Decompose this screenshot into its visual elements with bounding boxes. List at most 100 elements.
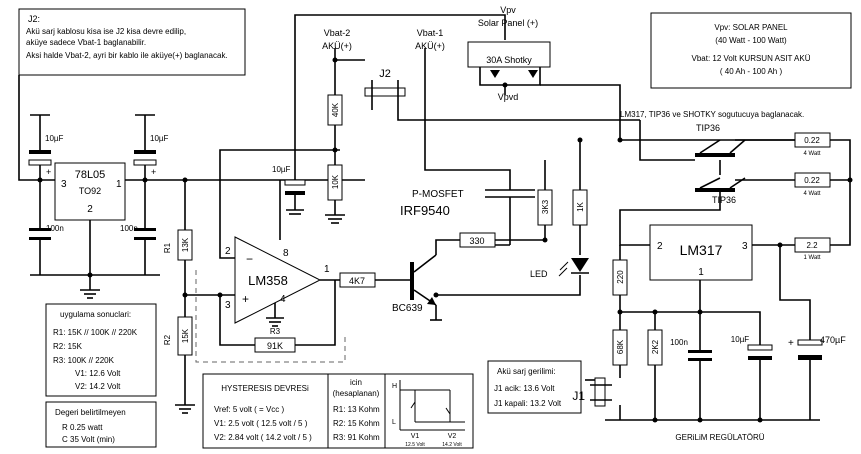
cap-100n-left — [29, 228, 51, 240]
op-pin3: 3 — [225, 300, 231, 311]
reg-pin3: 3 — [61, 179, 67, 190]
graph-v2-sub: 14.2 Volt — [442, 442, 462, 448]
resistor-40k — [327, 94, 343, 126]
j2-note-line1: Akü sarj kablosu kisa ise J2 kisa devre … — [26, 27, 186, 36]
cap-10uf-reg — [747, 344, 773, 360]
op-pin1: 1 — [324, 264, 330, 275]
jumper-j1[interactable] — [590, 377, 612, 407]
dashed-outline — [195, 270, 346, 363]
wires-divider — [286, 48, 426, 224]
lm317-pin2: 2 — [657, 241, 663, 252]
resistor-10k — [327, 164, 343, 201]
charge-title: Akü sarj gerilimi: — [497, 367, 556, 376]
vpvd-label: Vpvd — [498, 92, 519, 102]
calc-r2: R2: 15 Kohm — [333, 419, 380, 428]
calc-r1: R1: 13 Kohm — [333, 405, 380, 414]
bc639-label: BC639 — [392, 303, 423, 314]
op-pin8: 8 — [283, 248, 289, 259]
cap-mid-plus: + — [151, 167, 156, 177]
calc-title2: (hesaplanan) — [333, 389, 380, 398]
vbat1-sub: AKÜ(+) — [415, 41, 445, 51]
j1-label: J1 — [572, 389, 585, 403]
cap-100n-mid — [134, 228, 156, 240]
calc-title1: icin — [350, 378, 362, 387]
r-4k7-label: 4K7 — [349, 276, 365, 286]
cap-470uf-plus: + — [788, 338, 794, 349]
vbat2-sub: AKÜ(+) — [322, 41, 352, 51]
r1-label: R1 — [163, 242, 172, 253]
junction-dots — [37, 57, 853, 423]
graph-h: H — [392, 383, 397, 390]
resistor-022-b — [794, 172, 831, 188]
vpv-label: Vpv — [500, 5, 516, 15]
lm358-opamp — [234, 236, 322, 324]
r-22-watt: 1 Watt — [803, 255, 820, 261]
charge-j1-open: J1 acik: 13.6 Volt — [494, 384, 555, 393]
results-r1: R1: 15K // 100K // 220K — [53, 328, 138, 337]
transistor-tip36-bottom — [695, 177, 746, 192]
heatsink-note: LM317, TIP36 ve SHOTKY sogutucuya baglan… — [620, 110, 804, 119]
r-220-label: 220 — [616, 270, 625, 284]
cap-100n-reg-label: 100n — [670, 338, 688, 347]
cap-10uf-reg-label: 10µF — [731, 335, 750, 344]
resistor-4k7 — [339, 272, 376, 288]
solar-line1: Vpv: SOLAR PANEL — [714, 23, 788, 32]
r2-value: 15K — [181, 328, 190, 343]
cap-100n-left-label: 100n — [46, 224, 64, 233]
graph-l: L — [392, 419, 396, 426]
tip36-bottom-label: TIP36 — [712, 195, 736, 205]
cap-10uf-mid-label: 10µF — [150, 134, 169, 143]
hysteresis-vref: Vref: 5 volt ( = Vcc ) — [214, 405, 285, 414]
r-1k-label: 1K — [576, 201, 585, 211]
cap-10uf-left — [28, 150, 52, 166]
jumper-j2[interactable] — [364, 80, 406, 110]
hysteresis-v2: V2: 2.84 volt ( 14.2 volt / 5 ) — [214, 433, 312, 442]
battery-line1: Vbat: 12 Volt KURSUN ASIT AKÜ — [691, 54, 810, 63]
cap-470uf — [797, 339, 823, 360]
r-022-a-watt: 4 Watt — [803, 151, 820, 157]
r2-label: R2 — [163, 334, 172, 345]
wires-comparator — [175, 149, 410, 414]
graph-v1-sub: 12.5 Volt — [405, 442, 425, 448]
j2-note-line2: aküye sadece Vbat-1 baglanabilir. — [26, 38, 146, 47]
results-v2: V2: 14.2 Volt — [75, 382, 121, 391]
r-022-b-watt: 4 Watt — [803, 191, 820, 197]
r1-value: 13K — [181, 237, 190, 252]
resistor-r2 — [177, 316, 193, 356]
vbat1-label: Vbat-1 — [417, 28, 444, 38]
results-v1: V1: 12.6 Volt — [75, 369, 121, 378]
hysteresis-title: HYSTERESIS DEVRESi — [221, 384, 309, 393]
r-22-label: 2.2 — [806, 241, 818, 250]
r-022-a-label: 0.22 — [804, 136, 820, 145]
r-3k3-label: 3K3 — [541, 199, 550, 214]
resistor-1k — [572, 189, 588, 226]
op-pin2: 2 — [225, 246, 231, 257]
graph-v1: V1 — [411, 433, 420, 440]
vbat2-label: Vbat-2 — [324, 28, 351, 38]
r-2k2-label: 2K2 — [651, 339, 660, 354]
regulator-caption: GERiLiM REGÜLATÖRÜ — [675, 433, 764, 442]
j2-note-line3: Aksi halde Vbat-2, ayri bir kablo ile ak… — [26, 51, 228, 60]
op-pin4: 4 — [280, 294, 286, 305]
results-title: uygulama sonuclari: — [60, 310, 131, 319]
r-330-label: 330 — [469, 236, 484, 246]
results-r3: R3: 100K // 220K — [53, 356, 115, 365]
charge-j1-closed: J1 kapali: 13.2 Volt — [494, 399, 562, 408]
resistor-022-a — [794, 132, 831, 148]
solar-panel-label: Solar Panel (+) — [478, 18, 538, 28]
wires-regulator — [585, 244, 820, 421]
j2-note-title: J2: — [28, 14, 40, 24]
r-10k-label: 10K — [331, 174, 340, 189]
regulator-78l05 — [54, 162, 126, 221]
reg-pin2: 2 — [87, 204, 93, 215]
cap-100n-reg — [688, 350, 712, 361]
hysteresis-v1: V1: 2.5 volt ( 12.5 volt / 5 ) — [214, 419, 308, 428]
charge-box — [487, 360, 582, 414]
resistor-r3 — [254, 337, 296, 353]
lm317-pin3: 3 — [742, 241, 748, 252]
results-r2: R2: 15K — [53, 342, 83, 351]
unspecified-r: R 0.25 watt — [62, 423, 103, 432]
resistor-r1 — [177, 229, 193, 261]
resistor-3k3 — [537, 189, 553, 226]
